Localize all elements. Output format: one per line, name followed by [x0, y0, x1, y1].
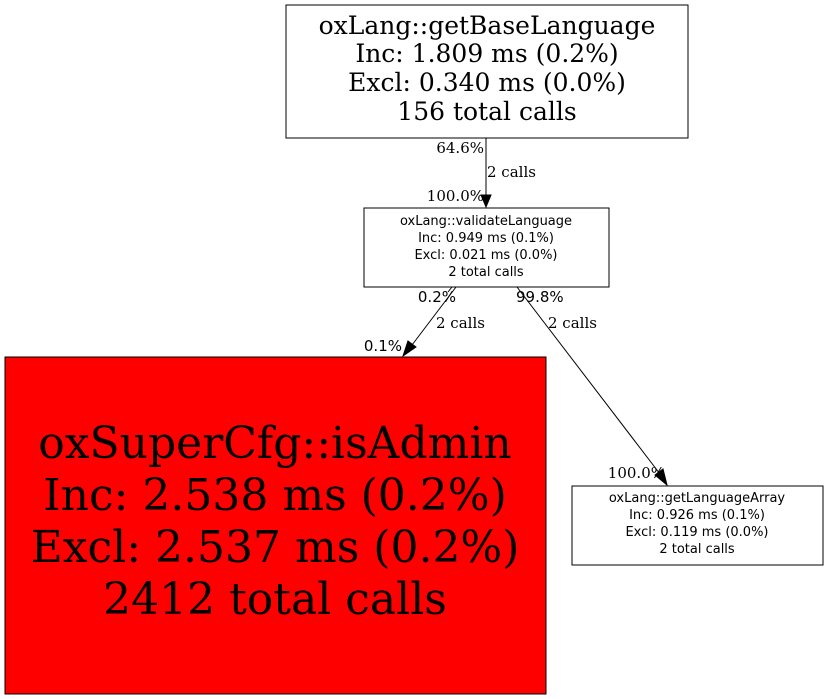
function-name: oxLang::validateLanguage — [400, 214, 572, 229]
edge-calls-label: 2 calls — [487, 163, 536, 181]
arrowhead-icon — [480, 194, 492, 209]
inclusive-time: Inc: 2.538 ms (0.2%) — [43, 470, 507, 521]
node-validatelanguage[interactable]: oxLang::validateLanguage Inc: 0.949 ms (… — [363, 207, 610, 288]
exclusive-time: Excl: 0.119 ms (0.0%) — [625, 525, 768, 540]
edge-getbaselanguage-to-validatelanguage: 64.6% 2 calls 100.0% — [427, 138, 536, 209]
arrowhead-icon — [654, 468, 668, 487]
edge-line — [516, 286, 661, 475]
function-name: oxLang::getLanguageArray — [609, 491, 786, 506]
inclusive-time: Inc: 0.926 ms (0.1%) — [629, 508, 765, 523]
edge-line-double — [447, 286, 453, 293]
total-calls: 2 total calls — [448, 265, 524, 280]
node-getbaselanguage[interactable]: oxLang::getBaseLanguage Inc: 1.809 ms (0… — [285, 4, 689, 139]
edge-calls-label: 2 calls — [436, 314, 485, 332]
total-calls: 2 total calls — [659, 542, 735, 557]
edge-calls-label: 2 calls — [548, 314, 597, 332]
edge-head-percent: 0.1% — [364, 337, 402, 355]
exclusive-time: Excl: 0.340 ms (0.0%) — [348, 68, 626, 97]
edge-validatelanguage-to-isadmin: 0.2% 2 calls 0.1% — [364, 286, 485, 358]
function-name: oxLang::getBaseLanguage — [319, 11, 656, 40]
edge-tail-percent: 64.6% — [436, 139, 484, 157]
node-box — [363, 207, 610, 288]
function-name: oxSuperCfg::isAdmin — [38, 418, 512, 469]
inclusive-time: Inc: 1.809 ms (0.2%) — [355, 39, 618, 68]
edge-validatelanguage-to-getlanguagearray: 99.8% 2 calls 100.0% — [516, 286, 668, 487]
node-isadmin[interactable]: oxSuperCfg::isAdmin Inc: 2.538 ms (0.2%)… — [4, 356, 547, 695]
node-box — [4, 356, 547, 695]
inclusive-time: Inc: 0.949 ms (0.1%) — [418, 231, 554, 246]
edge-tail-percent: 99.8% — [516, 288, 564, 306]
total-calls: 2412 total calls — [103, 574, 447, 625]
arrowhead-icon — [402, 340, 417, 358]
exclusive-time: Excl: 0.021 ms (0.0%) — [414, 248, 557, 263]
node-box — [571, 485, 824, 566]
total-calls: 156 total calls — [397, 97, 576, 126]
edge-head-percent: 100.0% — [427, 187, 484, 205]
edge-line — [411, 286, 457, 346]
edge-tail-percent: 0.2% — [418, 288, 456, 306]
node-getlanguagearray[interactable]: oxLang::getLanguageArray Inc: 0.926 ms (… — [571, 485, 824, 566]
node-box — [285, 4, 689, 139]
exclusive-time: Excl: 2.537 ms (0.2%) — [31, 522, 520, 573]
edge-head-percent: 100.0% — [608, 464, 665, 482]
